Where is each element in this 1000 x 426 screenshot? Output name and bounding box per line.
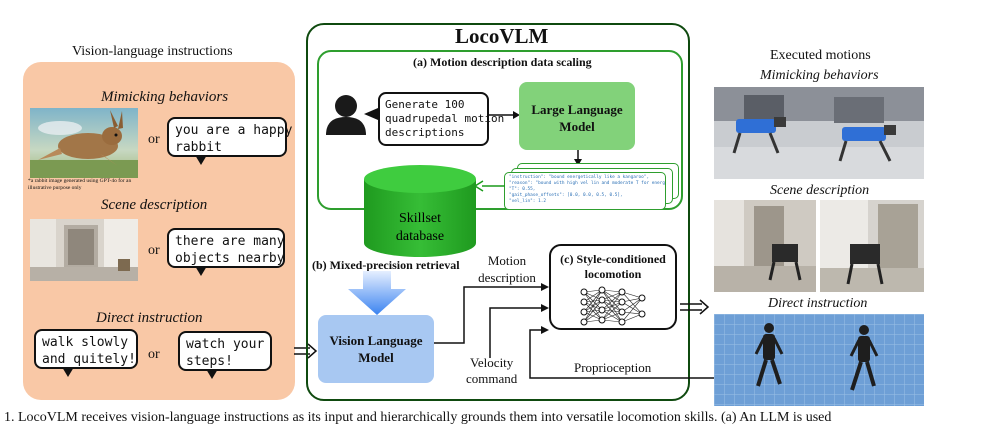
llm-label: Large Language Model <box>531 102 623 134</box>
llm-to-json-arrow <box>574 150 582 166</box>
bubble-tail-4 <box>206 369 218 379</box>
json-line-0: "instruction": "bound energetically like… <box>509 175 650 180</box>
skillset-database <box>364 165 476 257</box>
scene-photo-2 <box>820 200 924 292</box>
right-mimicking-title: Mimicking behaviors <box>760 68 879 83</box>
right-direct-title: Direct instruction <box>768 296 868 311</box>
direct-title: Direct instruction <box>96 310 203 326</box>
vlm-label: Vision Language Model <box>329 333 423 365</box>
prompt-bubble: Generate 100 quadrupedal motion descript… <box>378 92 504 146</box>
output-arrow <box>680 299 710 315</box>
direct-bubble-2: watch your steps! <box>178 331 272 371</box>
vlm-box <box>318 315 434 383</box>
llm-box <box>519 82 635 150</box>
velocity-command-label: Velocity command <box>466 355 518 386</box>
json-line-4: "vel_lin": 1.2 <box>509 199 547 204</box>
or-text-1: or <box>148 132 160 147</box>
neural-network-icon <box>580 286 646 326</box>
direct-photo <box>714 314 924 406</box>
json-line-3: "gait_phase_offsets": [0.0, 0.0, 0.5, 0.… <box>509 193 623 198</box>
scene-bubble: there are many objects nearby <box>167 228 285 268</box>
bubble-tail-3 <box>62 367 74 377</box>
rabbit-image <box>30 108 138 178</box>
figure-caption: 1. LocoVLM receives vision-language inst… <box>4 410 832 425</box>
room-image <box>30 219 138 281</box>
locovlm-frame <box>306 23 690 401</box>
locovlm-title: LocoVLM <box>455 24 549 48</box>
center-connectors <box>434 283 718 379</box>
db-label: Skillset database <box>395 211 445 244</box>
mimicking-photo <box>714 87 924 179</box>
section-b-title: (b) Mixed-precision retrieval <box>312 258 460 272</box>
section-c-title: (c) Style-conditioned locomotion <box>560 252 666 281</box>
or-text-2: or <box>148 243 160 258</box>
json-card: "instruction": "bound energetically like… <box>504 172 666 210</box>
executed-motions-title: Executed motions <box>770 48 871 63</box>
left-panel-title: Vision-language instructions <box>72 44 233 59</box>
prompt-to-llm-arrow <box>489 111 520 119</box>
proprioception-label: Proprioception <box>574 360 652 375</box>
prompt-bubble-tail <box>364 108 378 120</box>
section-a-title: (a) Motion description data scaling <box>413 55 592 69</box>
mimicking-title: Mimicking behaviors <box>101 89 229 105</box>
bubble-tail-2 <box>195 266 207 276</box>
motion-description-label: Motion description <box>478 253 536 285</box>
bubble-tail-1 <box>195 155 207 165</box>
scene-photo-1 <box>714 200 816 292</box>
mimicking-bubble: you are a happy rabbit <box>167 117 292 157</box>
json-to-db-arrow <box>474 180 505 192</box>
json-line-2: "T": 0.55, <box>509 187 536 192</box>
person-icon <box>326 95 366 135</box>
scene-title: Scene description <box>101 197 208 213</box>
or-text-3: or <box>148 347 160 362</box>
direct-bubble-1: walk slowly and quitely! <box>34 329 138 369</box>
rabbit-note: *a rabbit image generated using GPT-4o f… <box>28 178 132 191</box>
json-line-1: "reason": "bound with high vel lin and m… <box>509 181 665 186</box>
retrieval-arrow <box>348 271 406 315</box>
right-scene-title: Scene description <box>770 183 870 198</box>
motion-scaling-frame <box>317 50 683 210</box>
